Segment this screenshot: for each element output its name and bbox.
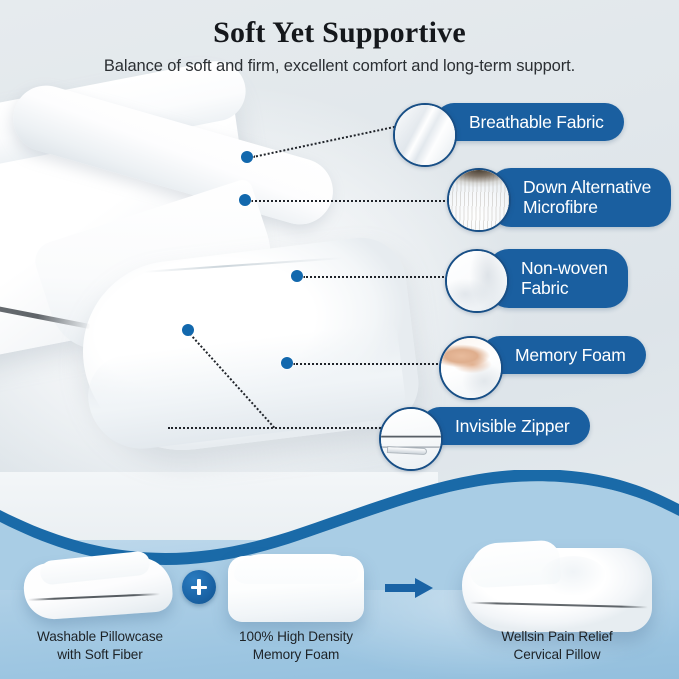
leader-line-memory-foam bbox=[293, 363, 445, 365]
callout-non-woven-fabric[interactable]: Non-woven Fabric bbox=[445, 249, 628, 313]
page-title: Soft Yet Supportive bbox=[213, 16, 466, 49]
caption-cervical-pillow: Wellsin Pain Relief Cervical Pillow bbox=[501, 629, 613, 663]
callout-memory-foam[interactable]: Memory Foam bbox=[439, 336, 646, 400]
memory-foam-block-top bbox=[234, 554, 358, 584]
down-alternative-microfibre-thumbnail bbox=[447, 168, 511, 232]
memory-foam-thumbnail bbox=[439, 336, 503, 400]
hotspot-dot-down-alternative[interactable] bbox=[239, 194, 251, 206]
caption-memory-foam-block: 100% High Density Memory Foam bbox=[239, 629, 353, 663]
caption-washable-pillowcase: Washable Pillowcase with Soft Fiber bbox=[36, 629, 164, 663]
callout-breathable-fabric[interactable]: Breathable Fabric bbox=[393, 103, 624, 167]
callout-label-down-alternative-microfibre: Down Alternative Microfibre bbox=[489, 168, 672, 227]
invisible-zipper-thumbnail bbox=[379, 407, 443, 471]
callout-label-breathable-fabric: Breathable Fabric bbox=[435, 103, 624, 142]
hotspot-dot-memory-foam[interactable] bbox=[281, 357, 293, 369]
hotspot-dot-non-woven[interactable] bbox=[291, 270, 303, 282]
leader-line-non-woven bbox=[303, 276, 451, 278]
cervical-pillow-dip bbox=[540, 556, 606, 596]
breathable-fabric-thumbnail bbox=[393, 103, 457, 167]
callout-invisible-zipper[interactable]: Invisible Zipper bbox=[379, 407, 590, 471]
leader-line-invisible-zipper-horizontal bbox=[168, 427, 400, 429]
page-subtitle: Balance of soft and firm, excellent comf… bbox=[103, 57, 576, 75]
arrow-right-icon bbox=[385, 578, 433, 598]
leader-line-down-alternative bbox=[251, 200, 453, 202]
hotspot-dot-invisible-zipper[interactable] bbox=[182, 324, 194, 336]
callout-label-invisible-zipper: Invisible Zipper bbox=[421, 407, 590, 446]
callout-label-memory-foam: Memory Foam bbox=[481, 336, 646, 375]
cervical-pillow-photo bbox=[0, 56, 438, 592]
non-woven-fabric-thumbnail bbox=[445, 249, 509, 313]
plus-icon bbox=[182, 570, 216, 604]
callout-down-alternative-microfibre[interactable]: Down Alternative Microfibre bbox=[447, 168, 672, 232]
hotspot-dot-breathable-fabric[interactable] bbox=[241, 151, 253, 163]
callout-label-non-woven-fabric: Non-woven Fabric bbox=[487, 249, 628, 308]
